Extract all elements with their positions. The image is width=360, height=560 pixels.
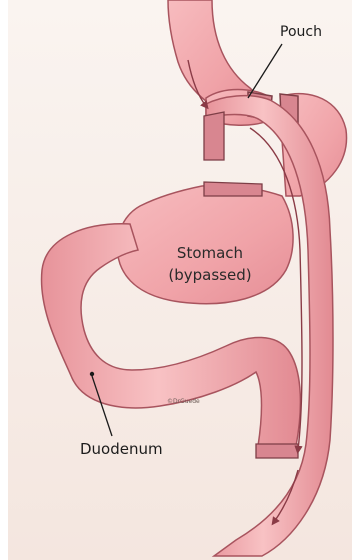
stomach-staple-line: [204, 182, 262, 196]
stomach-label-line2: (bypassed): [150, 264, 270, 286]
pouch-anastomosis-staple: [204, 112, 224, 160]
duodenum-staple-end: [256, 444, 298, 458]
duodenum-leader-dot: [90, 372, 94, 376]
stomach-label: Stomach (bypassed): [150, 242, 270, 286]
pouch-label: Pouch: [280, 24, 322, 40]
duodenum-label: Duodenum: [80, 440, 163, 458]
stomach-label-line1: Stomach: [150, 242, 270, 264]
copyright-mark: ©DrGuede: [167, 398, 200, 405]
